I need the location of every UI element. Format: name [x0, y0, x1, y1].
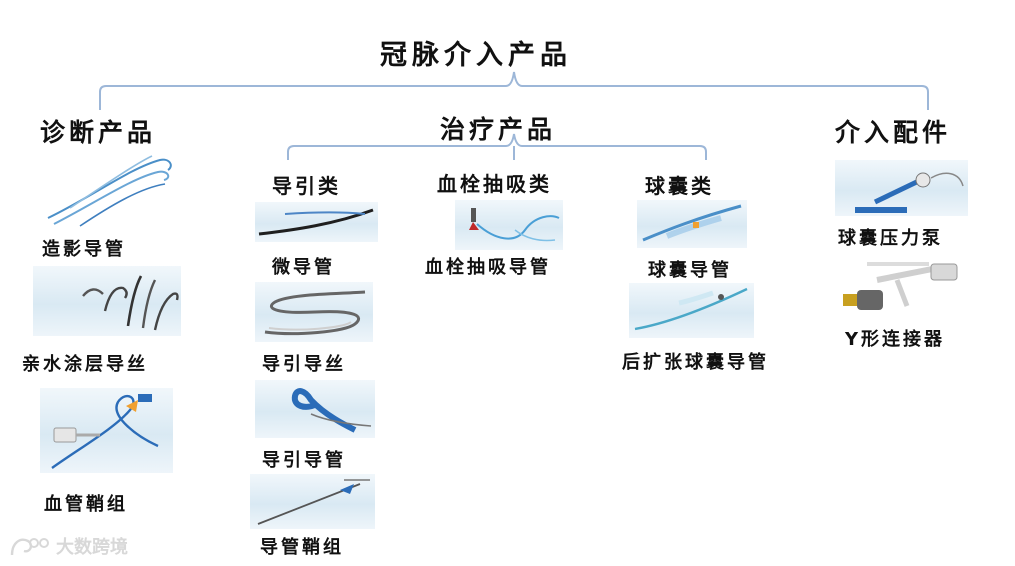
- balloon-pressure-pump-image: [835, 160, 968, 216]
- label-post-dilation-balloon-catheter: 后扩张球囊导管: [622, 352, 769, 373]
- category-accessories: 介入配件: [835, 118, 952, 147]
- treatment-bracket: [287, 133, 707, 160]
- thrombus-aspiration-catheter-image: [455, 200, 563, 250]
- subgroup-balloon: 球囊类: [645, 174, 714, 198]
- label-catheter-sheath: 导管鞘组: [260, 537, 344, 558]
- diagram-title: 冠脉介入产品: [380, 40, 572, 71]
- label-vascular-sheath: 血管鞘组: [44, 494, 128, 515]
- catheter-sheath-image: [250, 474, 375, 529]
- label-y-connector: Y形连接器: [845, 329, 946, 350]
- watermark-text: 大数跨境: [56, 537, 128, 558]
- guiding-guidewire-image: [255, 282, 373, 342]
- y-connector-image: [837, 256, 967, 321]
- label-guiding-catheter: 导引导管: [262, 450, 346, 471]
- category-diagnostic: 诊断产品: [40, 118, 157, 147]
- guiding-catheter-image: [255, 380, 375, 438]
- subgroup-guiding: 导引类: [272, 174, 341, 198]
- label-thrombus-aspiration-catheter: 血栓抽吸导管: [425, 257, 551, 278]
- micro-catheter-image: [255, 202, 378, 242]
- label-micro-catheter: 微导管: [272, 257, 335, 278]
- label-guiding-guidewire: 导引导丝: [262, 354, 346, 375]
- watermark: 大数跨境: [8, 532, 128, 560]
- subgroup-thrombus: 血栓抽吸类: [437, 172, 552, 196]
- label-hydrophilic-guidewire: 亲水涂层导丝: [22, 354, 148, 375]
- vascular-sheath-image: [40, 388, 173, 473]
- hydrophilic-guidewire-image: [33, 266, 181, 336]
- balloon-catheter-image: [637, 200, 747, 248]
- post-dilation-balloon-catheter-image: [629, 283, 754, 338]
- watermark-logo-icon: [10, 538, 49, 556]
- label-balloon-pressure-pump: 球囊压力泵: [838, 228, 943, 249]
- label-angiography-catheter: 造影导管: [42, 239, 126, 260]
- label-balloon-catheter: 球囊导管: [648, 260, 732, 281]
- category-treatment: 治疗产品: [440, 115, 557, 144]
- root-bracket: [99, 71, 929, 110]
- angiography-catheter-image: [40, 148, 175, 228]
